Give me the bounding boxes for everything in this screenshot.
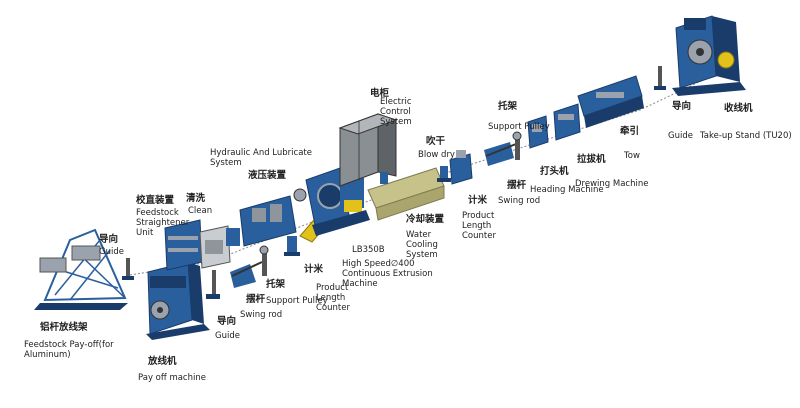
straightener-en-label: Feedstock Straightener Unit bbox=[136, 208, 190, 238]
blow-zh-label: 吹干 bbox=[426, 136, 446, 147]
tow-zh-label: 牵引 bbox=[620, 126, 640, 137]
guide3-en-label: Guide bbox=[668, 131, 693, 141]
payoff-en-label: Pay off machine bbox=[138, 373, 206, 383]
swing2-zh-label: 摆杆 bbox=[507, 180, 527, 191]
guide1-zh-label: 导向 bbox=[99, 234, 119, 245]
payoff-al-en-label: Feedstock Pay-off(for Aluminum) bbox=[24, 340, 114, 360]
counter1-en-label: Product Length Counter bbox=[316, 283, 350, 313]
hydraulic-system bbox=[226, 188, 307, 247]
straightener-unit bbox=[164, 219, 203, 271]
counter2-zh-label: 计米 bbox=[468, 195, 488, 206]
extrusion-model-label: LB350B bbox=[352, 245, 385, 255]
drawing-zh-label: 拉拔机 bbox=[577, 154, 606, 165]
heading-zh-label: 打头机 bbox=[540, 166, 569, 177]
takeup-en-label: Take-up Stand (TU20) bbox=[700, 131, 792, 141]
blow-dry-unit bbox=[437, 166, 451, 182]
takeup-zh-label: 收线机 bbox=[724, 103, 753, 114]
drawing-en-label: Drewing Machine bbox=[575, 179, 649, 189]
length-counter-1 bbox=[284, 236, 300, 256]
support2-zh-label: 托架 bbox=[498, 101, 518, 112]
support1-en-label: Support Pulley bbox=[266, 296, 328, 306]
guide2-zh-label: 导向 bbox=[217, 316, 237, 327]
cooling-zh-label: 冷却装置 bbox=[406, 214, 445, 225]
swing-rod-1 bbox=[230, 261, 263, 288]
straightener-zh-label: 校直装置 bbox=[136, 195, 175, 206]
payoff-machine bbox=[146, 261, 210, 340]
takeup-stand bbox=[672, 15, 746, 96]
clean-en-label: Clean bbox=[188, 206, 213, 216]
extrusion-machine bbox=[299, 167, 370, 243]
hydraulic-zh-label: 液压装置 bbox=[248, 170, 287, 181]
tow-en-label: Tow bbox=[624, 151, 640, 161]
length-counter-2 bbox=[449, 150, 473, 185]
payoff-zh-label: 放线机 bbox=[148, 356, 177, 367]
heading-machine bbox=[527, 115, 549, 149]
drawing-machine bbox=[553, 103, 581, 141]
feedstock-payoff-machine bbox=[34, 228, 128, 310]
guide3-zh-label: 导向 bbox=[672, 101, 692, 112]
support1-zh-label: 托架 bbox=[266, 279, 286, 290]
electric-cabinet bbox=[338, 113, 398, 187]
payoff-al-zh-label: 铝杆放线架 bbox=[40, 322, 88, 333]
guide-1 bbox=[122, 258, 134, 280]
hydraulic-en-label: Hydraulic And Lubricate System bbox=[210, 148, 312, 168]
clean-unit bbox=[199, 225, 231, 269]
guide-2 bbox=[206, 270, 220, 299]
extrusion-en-label: High Speed∅400 Continuous Extrusion Mach… bbox=[342, 259, 433, 289]
heading-en-label: Heading Machine bbox=[530, 185, 604, 195]
guide-3 bbox=[654, 66, 666, 90]
swing-rod-2 bbox=[484, 142, 517, 166]
swing1-zh-label: 摆杆 bbox=[246, 294, 266, 305]
counter2-en-label: Product Length Counter bbox=[462, 211, 496, 241]
cabinet-en-label: Electric Control System bbox=[380, 97, 412, 127]
support-pulley-2 bbox=[512, 131, 522, 160]
clean-zh-label: 清洗 bbox=[186, 193, 206, 204]
tow-capstan bbox=[577, 75, 644, 128]
support2-en-label: Support Pulley bbox=[488, 122, 550, 132]
blow-en-label: Blow dry bbox=[418, 150, 455, 160]
cabinet-zh-label: 电柜 bbox=[370, 88, 390, 99]
guide2-en-label: Guide bbox=[215, 331, 240, 341]
water-cooling-system bbox=[367, 167, 445, 221]
swing2-en-label: Swing rod bbox=[498, 196, 541, 206]
guide1-en-label: Guide bbox=[99, 247, 124, 257]
support-pulley-1 bbox=[259, 245, 269, 276]
counter1-zh-label: 计米 bbox=[304, 264, 324, 275]
cooling-en-label: Water Cooling System bbox=[406, 230, 438, 260]
swing1-en-label: Swing rod bbox=[240, 310, 283, 320]
